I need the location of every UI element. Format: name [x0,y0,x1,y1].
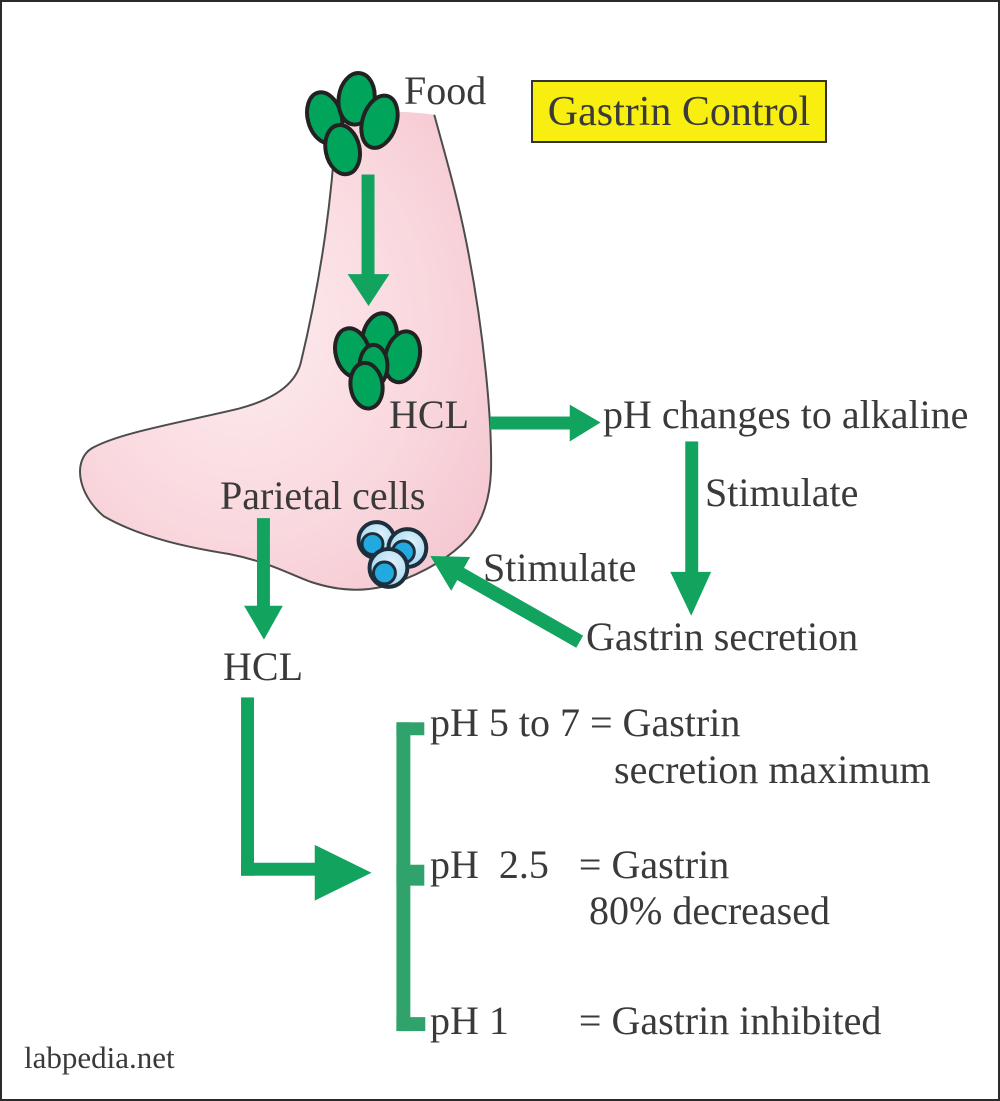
watermark-label: labpedia.net [24,1040,175,1075]
stimulate-down-label: Stimulate [705,470,859,515]
arrow-stimulate-diagonal-icon [430,555,584,648]
arrow-stimulate-down-icon [670,441,712,616]
hcl-lower-label: HCL [223,644,303,689]
food-cells-icon [305,71,400,177]
arrow-parietal-down-icon [244,518,283,640]
ph-row-2-line-1: pH 2.5 = Gastrin [430,842,730,887]
parietal-cells-label: Parietal cells [220,473,426,518]
parietal-cells-icon [356,520,429,589]
ph-row-1-line-2: secretion maximum [614,747,931,792]
hcl-cells-icon [333,311,423,411]
stimulate-diagonal-label: Stimulate [483,545,637,590]
ph-row-2-line-2: 80% decreased [589,888,830,933]
arrow-food-down-icon [347,174,390,306]
gastrin-secretion-label: Gastrin secretion [586,614,859,659]
hcl-upper-label: HCL [389,392,469,437]
ph-scale-bracket-icon [396,722,426,1032]
arrow-hcl-right-icon [490,404,601,442]
ph-alkaline-label: pH changes to alkaline [603,392,969,437]
arrow-hcl-to-scale-icon [241,697,372,901]
ph-row-3-line-1: pH 1 = Gastrin inhibited [430,998,882,1043]
title-label: Gastrin Control [547,88,811,135]
ph-row-1-line-1: pH 5 to 7 = Gastrin [430,700,741,745]
title-box: Gastrin Control [531,80,827,143]
food-label: Food [404,68,487,113]
